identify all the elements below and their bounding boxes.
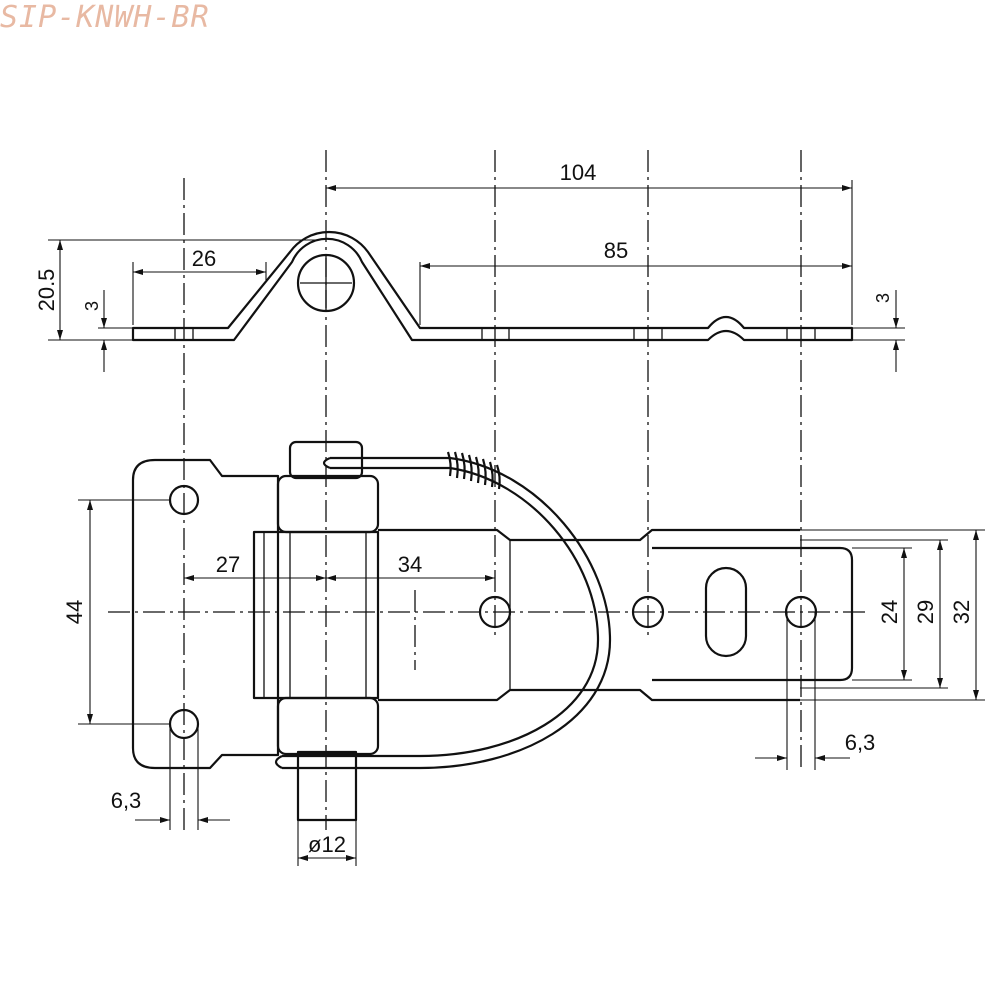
plan-view: [131, 440, 854, 822]
svg-text:6,3: 6,3: [845, 730, 876, 755]
svg-text:24: 24: [877, 600, 902, 624]
watermark: SIP-KNWH-BR: [0, 0, 210, 35]
svg-text:34: 34: [398, 552, 422, 577]
dimension-20-5: 20.5: [34, 240, 63, 340]
top-extension-lines: [48, 180, 905, 341]
svg-text:6,3: 6,3: [111, 788, 142, 813]
svg-text:85: 85: [604, 238, 628, 263]
dimension-34: 34: [326, 552, 495, 581]
dimension-85: 85: [420, 238, 852, 269]
dimension-3-left: 3: [82, 290, 107, 372]
svg-text:ø12: ø12: [308, 832, 346, 857]
svg-text:104: 104: [560, 160, 597, 185]
dimension-26: 26: [133, 246, 266, 275]
dimension-27: 27: [184, 552, 326, 581]
profile-section-view: [131, 230, 854, 342]
dimension-104: 104: [326, 160, 852, 191]
dimension-pin-diameter: ø12: [297, 820, 357, 866]
dimension-6-3-left: 6,3: [111, 724, 230, 830]
dimension-6-3-right: 6,3: [755, 612, 875, 770]
svg-text:26: 26: [192, 246, 216, 271]
dimension-29: 29: [800, 539, 948, 689]
svg-text:27: 27: [216, 552, 240, 577]
svg-text:3: 3: [873, 293, 893, 303]
svg-text:44: 44: [62, 600, 87, 624]
vertical-centerlines: [183, 150, 802, 830]
svg-text:32: 32: [949, 600, 974, 624]
dimension-44: 44: [62, 499, 170, 725]
dimension-24: 24: [852, 547, 912, 681]
svg-text:20.5: 20.5: [34, 269, 59, 312]
dimension-32: 32: [800, 529, 985, 701]
spring-coil: [446, 451, 501, 490]
svg-text:3: 3: [82, 301, 102, 311]
svg-text:29: 29: [913, 600, 938, 624]
dimension-3-right: 3: [873, 290, 899, 372]
